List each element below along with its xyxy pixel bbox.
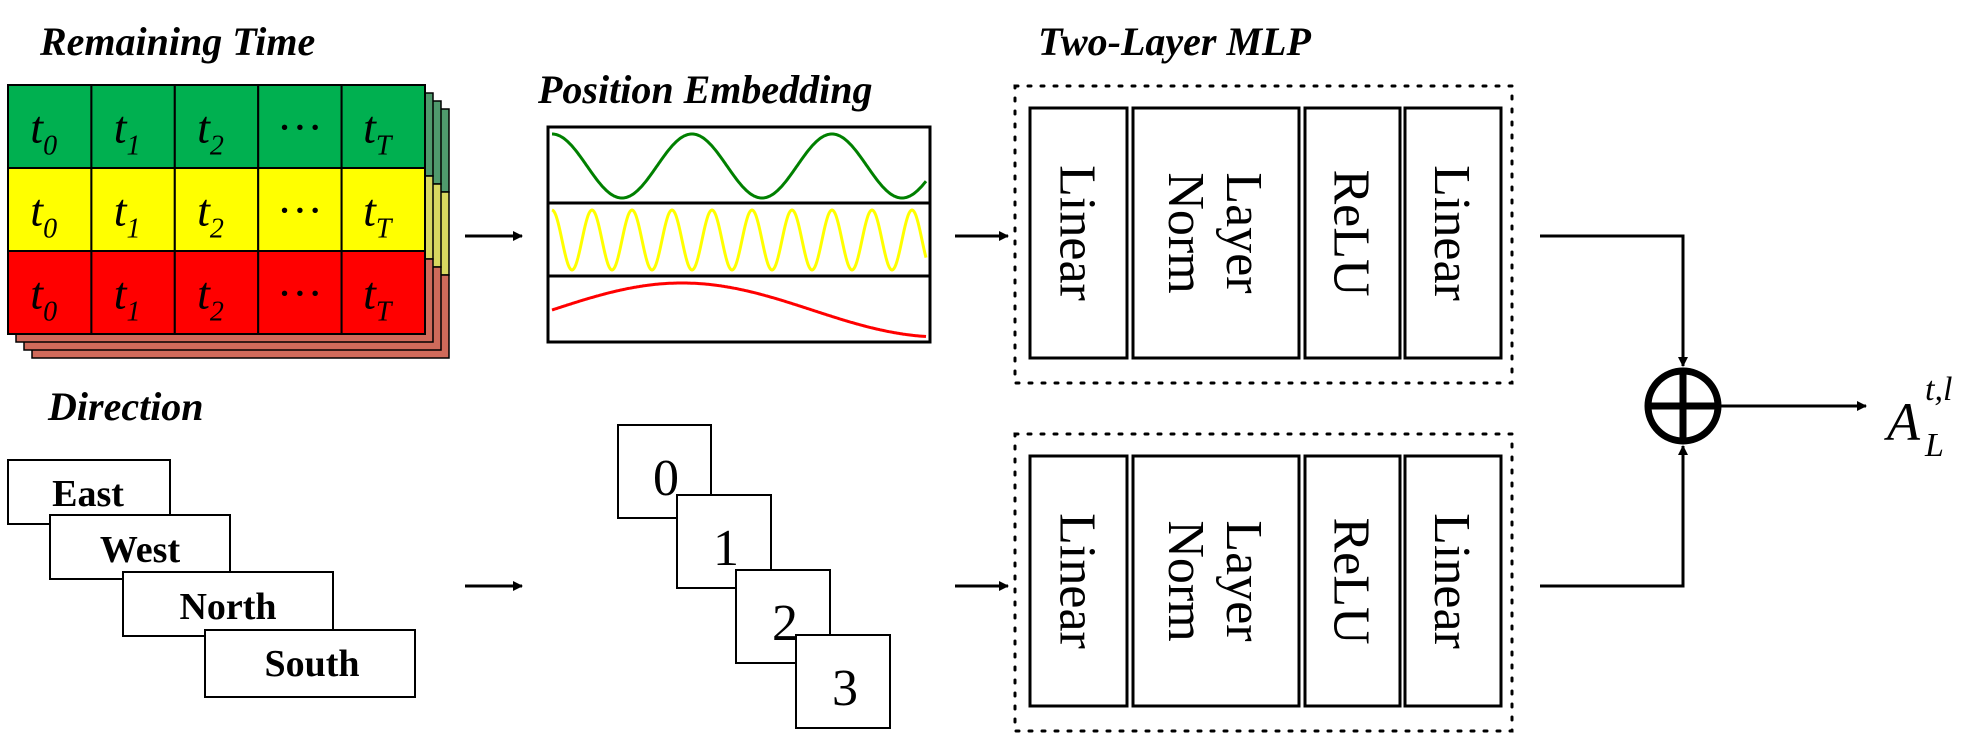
grid-cell-label: ···: [277, 102, 323, 153]
grid-cell: [257, 167, 343, 252]
sine-wave-high-freq: [551, 208, 928, 272]
mlp-layer-box: [1028, 106, 1129, 360]
grid-cell: [257, 250, 343, 335]
mlp-layer-box: [1303, 106, 1402, 360]
mlp-dotted-frame: [1013, 432, 1514, 733]
grid-cell: [340, 167, 427, 252]
direction-west: West: [100, 529, 181, 571]
output-label: A L t,l: [1884, 371, 1952, 464]
output-superscript: t,l: [1925, 371, 1952, 408]
mlp-layer-label: LayerNorm: [1157, 172, 1272, 293]
mlp-block-bottom: Linear LayerNorm ReLU Linear: [1013, 432, 1514, 733]
grid-cell-label: ···: [277, 185, 323, 236]
output-subscript: L: [1924, 427, 1944, 464]
output-base: A: [1884, 392, 1921, 452]
remaining-time-title: Remaining Time: [39, 19, 315, 64]
mlp-layer-box: [1303, 454, 1402, 708]
grid-cell-label: t0: [30, 268, 57, 328]
grid-cell: [173, 167, 260, 252]
mlp-layer-label: ReLU: [1323, 517, 1380, 644]
index-2: 2: [772, 595, 798, 652]
mlp-layer-box: [1403, 106, 1503, 360]
sine-wave-very-low-freq: [551, 281, 927, 338]
grid-cell-label: ···: [277, 268, 323, 319]
mlp-layer-box: [1028, 454, 1129, 708]
index-1: 1: [713, 520, 739, 577]
direction-north: North: [179, 586, 276, 628]
mlp-layer-label: Linear: [1049, 165, 1106, 301]
mlp-block-top: Linear LayerNorm ReLU Linear: [1013, 84, 1514, 385]
mlp-dotted-frame: [1013, 84, 1514, 385]
connector-top-to-sum: [1540, 234, 1688, 367]
index-0: 0: [653, 450, 679, 507]
position-embedding-title: Position Embedding: [537, 67, 873, 112]
two-layer-mlp-title: Two-Layer MLP: [1038, 19, 1311, 64]
mlp-layer-label: Linear: [1049, 513, 1106, 649]
connector-bottom-to-sum: [1540, 445, 1688, 588]
mlp-layer-box: [1131, 106, 1301, 360]
direction-east: East: [52, 473, 124, 515]
position-embedding-box: [546, 125, 932, 344]
grid-cell: [90, 250, 176, 335]
mlp-layer-box: [1131, 454, 1301, 708]
mlp-layer-label: Linear: [1423, 165, 1480, 301]
direction-south: South: [264, 643, 359, 685]
grid-cell: [173, 84, 260, 169]
direction-index-cards: 0 1 2 3: [617, 424, 891, 729]
index-3: 3: [832, 660, 858, 717]
direction-title: Direction: [47, 384, 204, 429]
mlp-layer-label: LayerNorm: [1157, 520, 1272, 641]
sum-operator-icon: [1644, 367, 1722, 445]
sine-wave-low-freq: [552, 132, 928, 200]
grid-cell: [7, 84, 93, 169]
grid-cell: [340, 250, 427, 335]
mlp-layer-label: Linear: [1423, 513, 1480, 649]
mlp-layer-label: ReLU: [1323, 169, 1380, 296]
mlp-layer-box: [1403, 454, 1503, 708]
direction-cards: East West North South: [7, 459, 416, 698]
grid-cell: [173, 250, 260, 335]
